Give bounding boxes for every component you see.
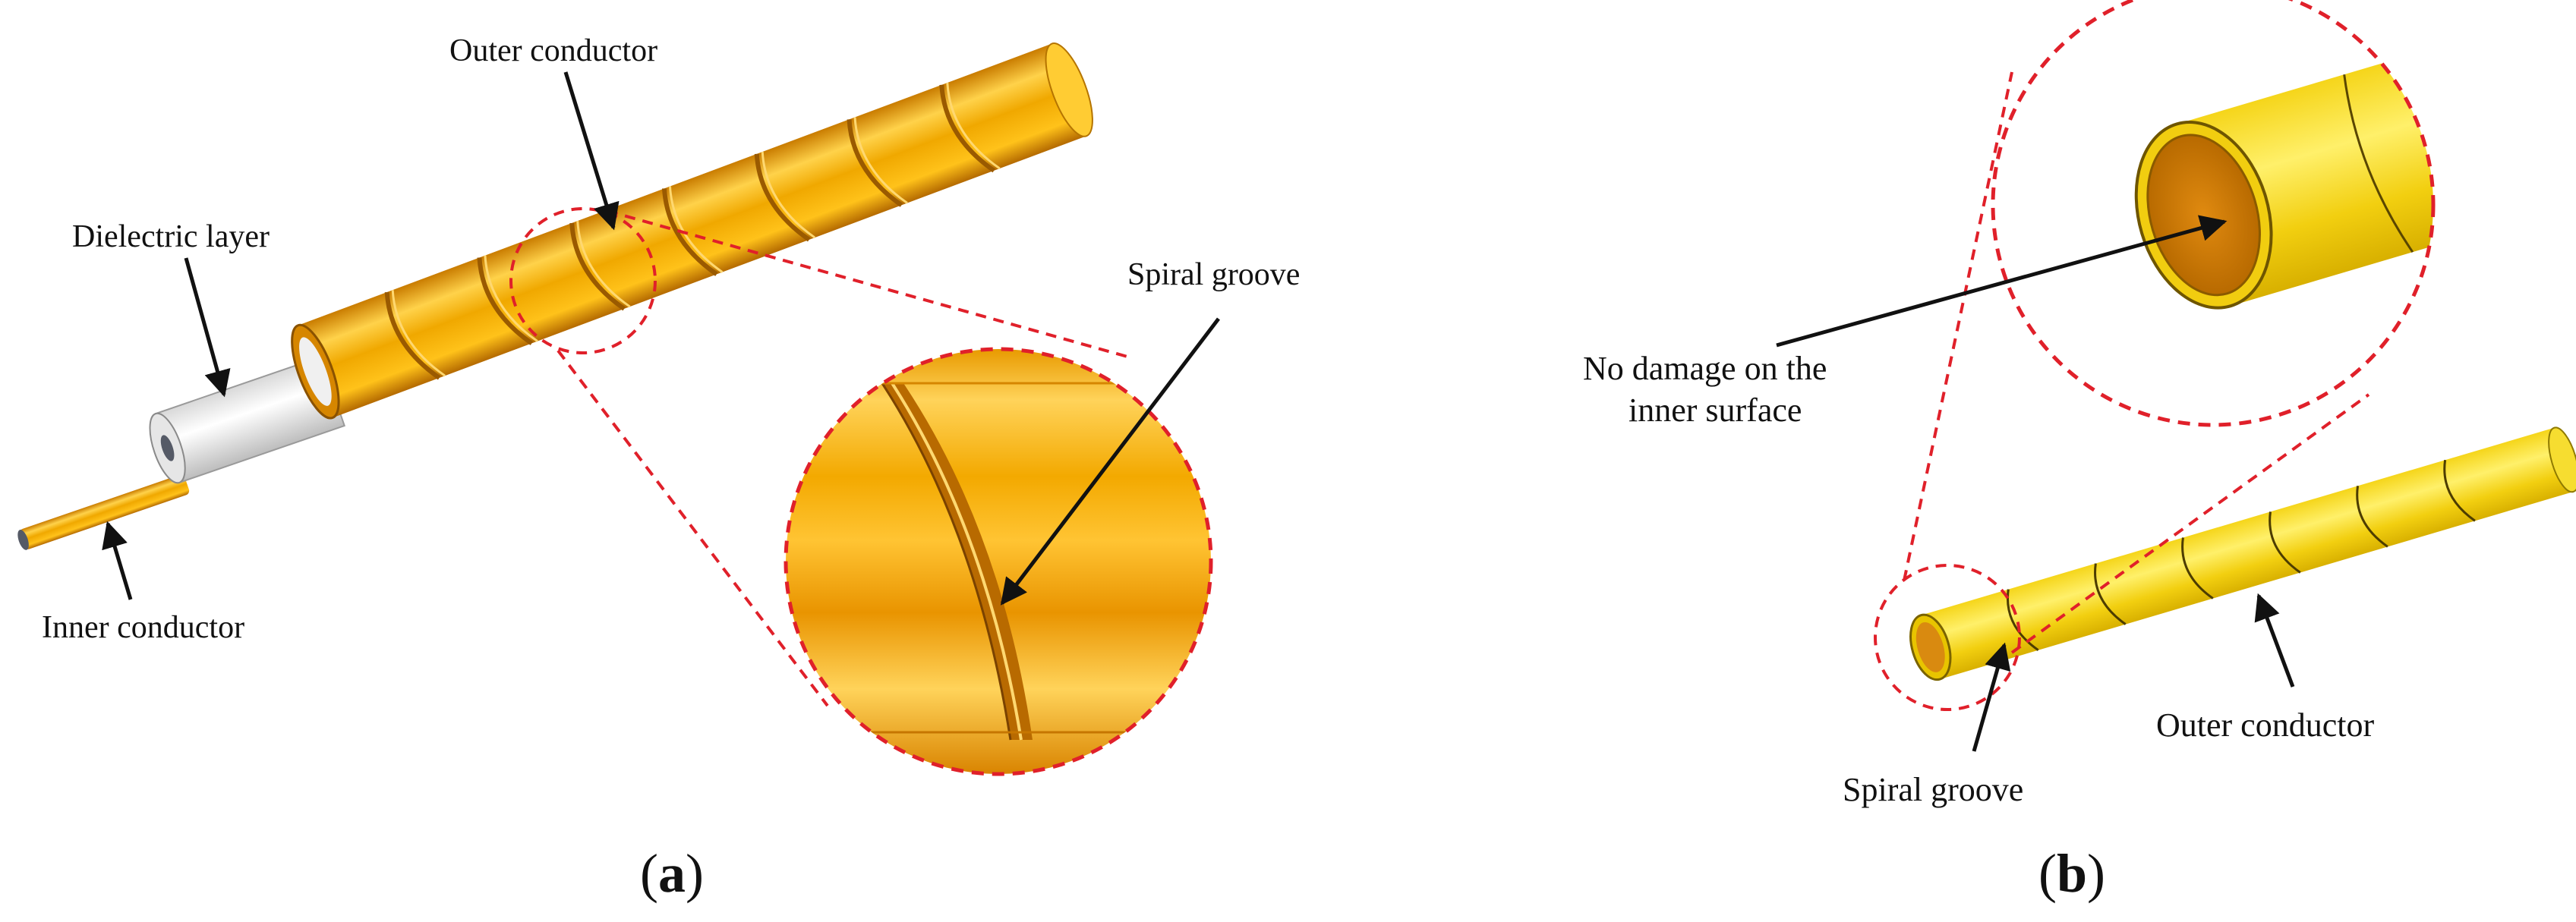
arrow-no-damage	[1776, 215, 2228, 348]
zoom-source-circle	[509, 207, 657, 354]
zoom-detail-b	[1993, 0, 2433, 425]
arrow-spiral-groove-a	[1000, 317, 1220, 606]
label-spiral-groove-b: Spiral groove	[1843, 771, 2023, 808]
arrow-outer-conductor-b	[2254, 593, 2295, 688]
label-dielectric-layer: Dielectric layer	[72, 219, 270, 254]
caption-b: (b)	[2038, 843, 2105, 904]
label-spiral-groove-a: Spiral groove	[1127, 257, 1300, 292]
zoom-line-b-right	[2010, 393, 2370, 654]
arrow-dielectric-layer	[184, 257, 231, 398]
label-inner-conductor: Inner conductor	[42, 610, 244, 645]
label-outer-conductor: Outer conductor	[449, 33, 657, 68]
zoom-circle-b	[1991, 0, 2436, 427]
arrow-inner-conductor	[102, 521, 133, 600]
label-no-damage-line1: No damage on the	[1583, 350, 1827, 387]
arrow-outer-conductor	[563, 71, 620, 231]
outer-conductor-tube	[291, 42, 1093, 420]
arrow-spiral-groove-b	[1972, 642, 2011, 752]
zoom-line-bottom	[557, 349, 829, 707]
caption-a: (a)	[640, 843, 704, 904]
label-no-damage-line2: inner surface	[1629, 392, 1802, 429]
panel-b: No damage on the inner surface Spiral gr…	[1583, 0, 2576, 904]
label-outer-conductor-b: Outer conductor	[2156, 706, 2374, 744]
inner-conductor-rod	[17, 474, 190, 550]
zoom-line-b-left	[1903, 71, 2013, 581]
zoom-source-circle-b	[1874, 564, 2021, 711]
panel-a: Outer conductor Dielectric layer Spiral …	[17, 33, 1300, 904]
dielectric-layer-shape	[149, 355, 345, 484]
zoom-circle-a	[784, 347, 1213, 776]
